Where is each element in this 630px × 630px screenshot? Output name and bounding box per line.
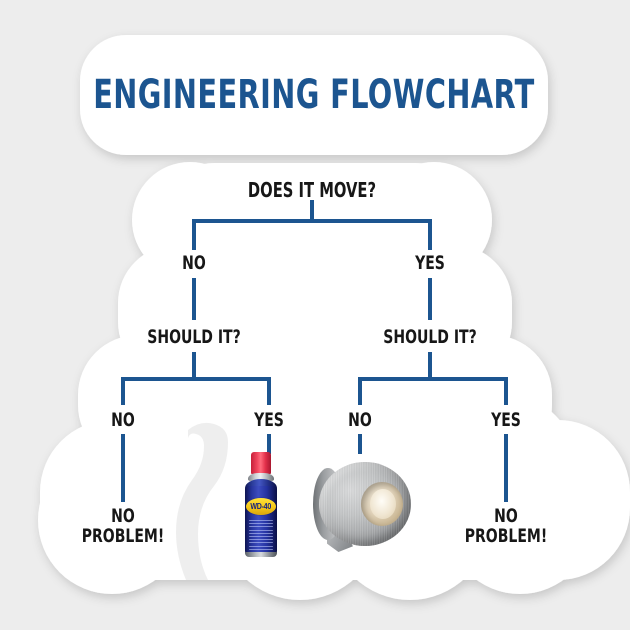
connector-left-to-should — [192, 278, 196, 320]
node-left-no: NO — [111, 409, 135, 431]
node-level1-yes: YES — [415, 252, 445, 274]
wd40-body — [245, 486, 277, 556]
outcome-left-line1: NO — [111, 505, 135, 527]
connector-level1-left-drop — [192, 219, 196, 250]
node-right-should-it: SHOULD IT? — [383, 326, 477, 348]
connector-right-no-drop — [358, 377, 362, 405]
duct-tape-core-hole — [370, 489, 396, 519]
connector-right-to-should — [428, 278, 432, 320]
node-right-yes: YES — [491, 409, 521, 431]
node-right-no: NO — [348, 409, 372, 431]
connector-level1-right-drop — [428, 219, 432, 250]
outcome-right-no-problem: NO PROBLEM! — [465, 506, 548, 546]
outcome-right-line2: PROBLEM! — [464, 525, 548, 548]
wd40-logo-text: WD-40 — [250, 502, 272, 511]
outcome-left-line2: PROBLEM! — [81, 525, 165, 548]
connector-leaf-tape — [358, 434, 362, 454]
connector-leaf-left-noproblem — [121, 434, 125, 502]
connector-right-yes-drop — [504, 377, 508, 405]
sticker-notch — [176, 422, 228, 580]
connector-right-bus — [358, 377, 508, 381]
node-level1-no: NO — [182, 252, 206, 274]
wd40-base — [245, 552, 277, 557]
wd40-shoulder — [245, 479, 277, 489]
wd40-cap — [251, 452, 271, 474]
page-title-text: ENGINEERING FLOWCHART — [93, 72, 535, 118]
outcome-left-no-problem: NO PROBLEM! — [82, 506, 165, 546]
connector-leaf-wd40 — [267, 434, 271, 454]
title-plaque — [80, 35, 548, 155]
connector-root-stem — [310, 200, 314, 222]
node-does-it-move: DOES IT MOVE? — [247, 178, 377, 202]
node-left-should-it: SHOULD IT? — [147, 326, 241, 348]
wd40-body-text-lines — [249, 520, 273, 553]
connector-level1-bus — [192, 219, 432, 223]
node-left-yes: YES — [254, 409, 284, 431]
connector-left-bus — [121, 377, 271, 381]
connector-left-no-drop — [121, 377, 125, 405]
outcome-right-line1: NO — [494, 505, 518, 527]
connector-left-should-stem — [192, 352, 196, 380]
connector-leaf-right-noproblem — [504, 434, 508, 502]
connector-right-should-stem — [428, 352, 432, 380]
duct-tape-image — [313, 458, 417, 554]
wd40-logo-oval: WD-40 — [246, 498, 276, 515]
wd40-can-image: WD-40 — [243, 452, 279, 557]
wd40-neck — [248, 473, 274, 481]
connector-left-yes-drop — [267, 377, 271, 405]
page-title: ENGINEERING FLOWCHART — [80, 35, 548, 155]
